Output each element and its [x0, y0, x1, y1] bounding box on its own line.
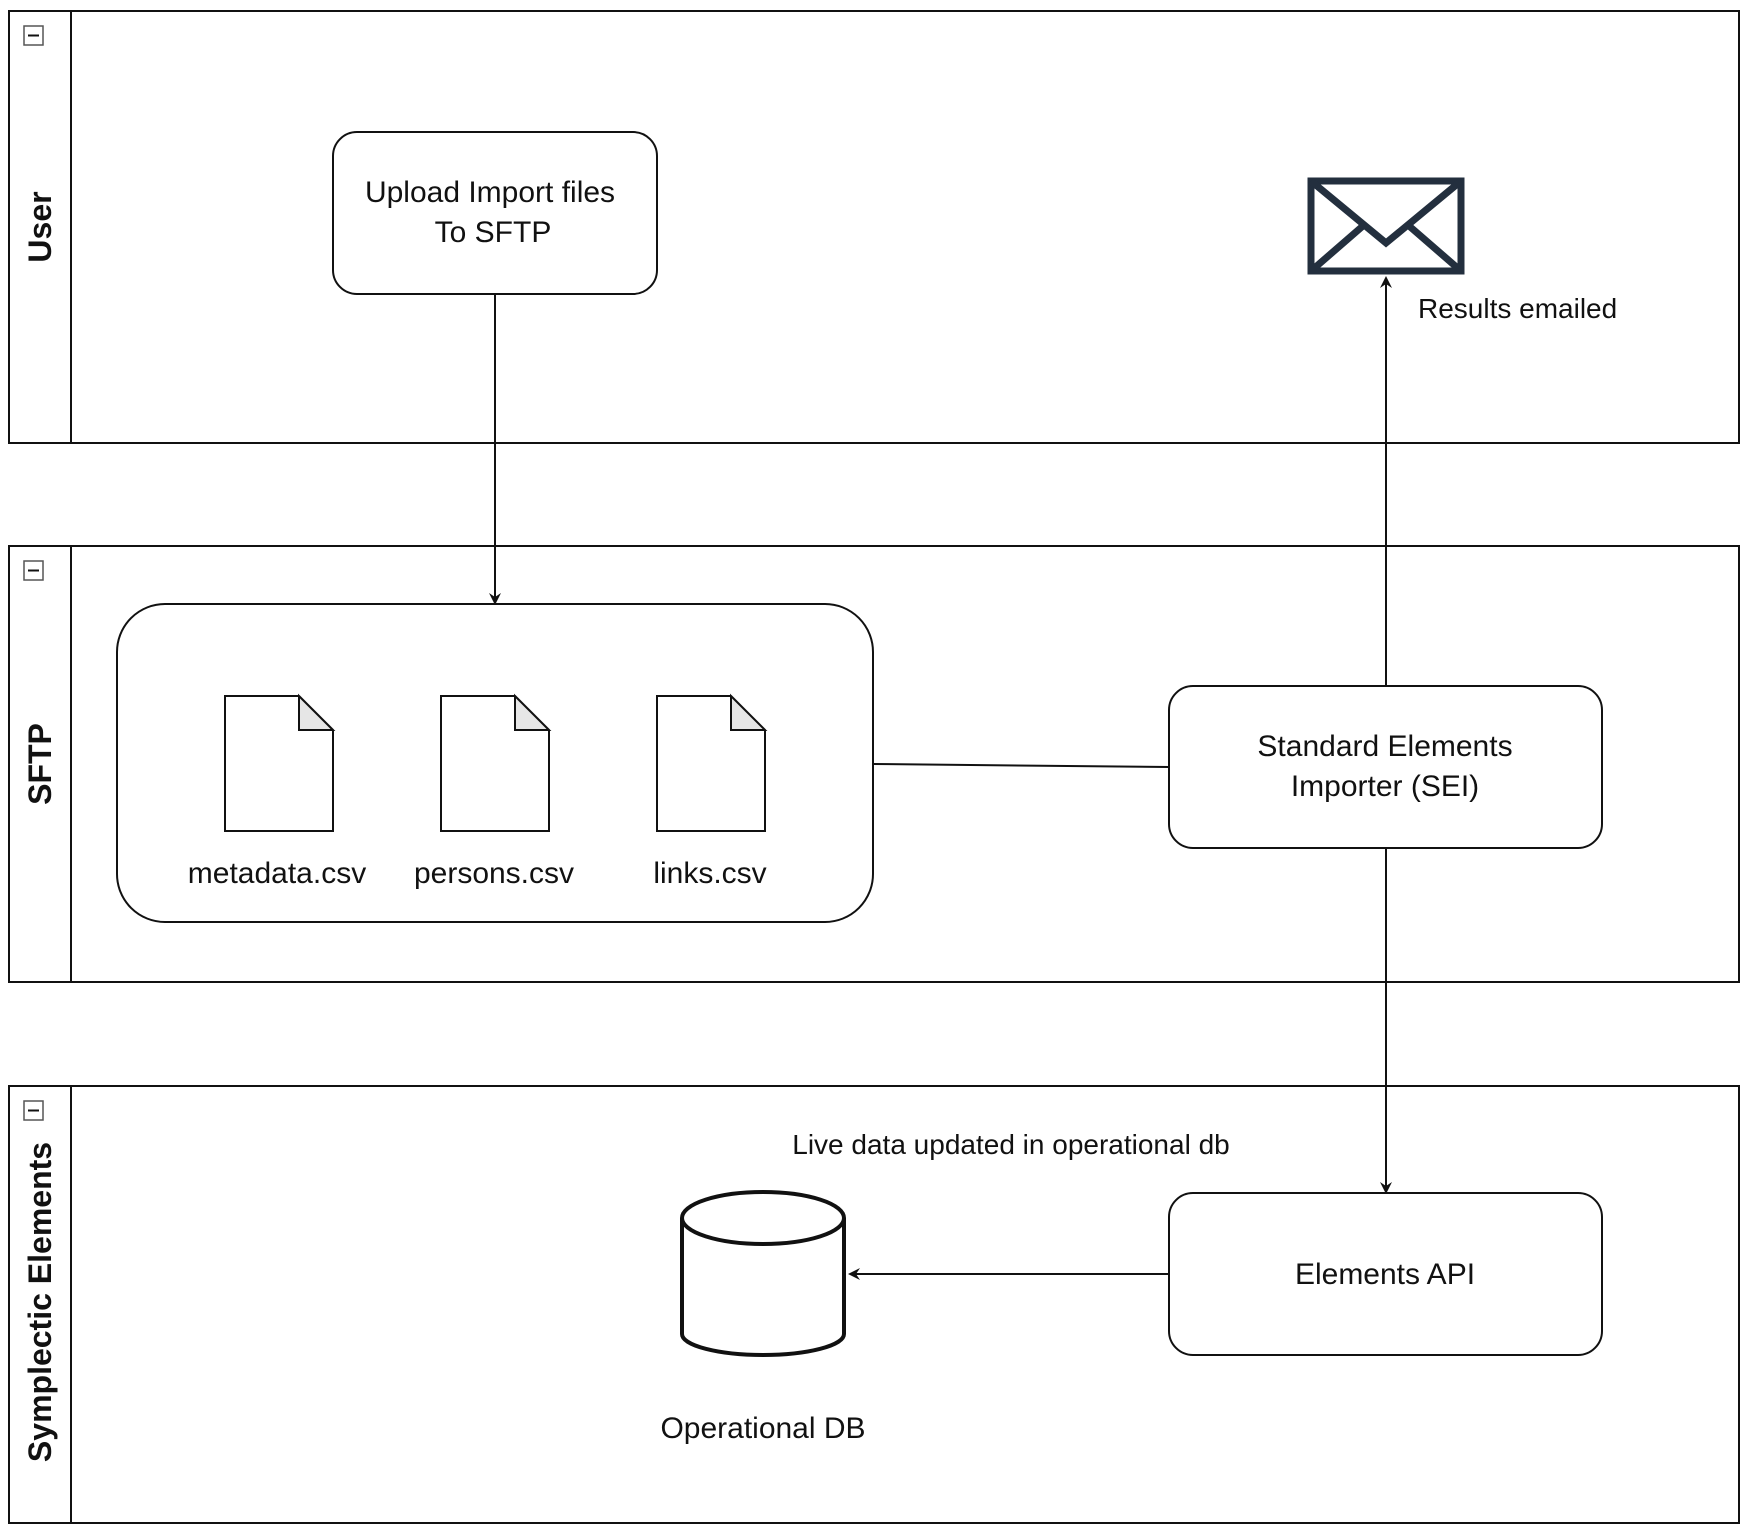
file-icon-persons [440, 693, 552, 832]
file-icon-links [656, 693, 768, 832]
operational-db-label: Operational DB [660, 1412, 865, 1445]
results-emailed-label: Results emailed [1418, 293, 1617, 324]
connectors [489, 276, 1392, 1280]
file-label-metadata: metadata.csv [188, 857, 366, 890]
lane-elements-title: Symplectic Elements [22, 1142, 58, 1462]
lane-user-collapse-icon[interactable] [23, 25, 44, 46]
upload-node-label-line1: Upload Import files [365, 176, 615, 209]
lane-sftp-collapse-icon[interactable] [23, 560, 44, 581]
file-label-links: links.csv [653, 857, 766, 890]
sei-label-line2: Importer (SEI) [1291, 770, 1479, 803]
elements-api-node[interactable]: Elements API [1168, 1192, 1603, 1356]
edge-files-to-sei [872, 763, 1170, 768]
envelope-icon [1307, 177, 1465, 275]
elements-api-label: Elements API [1295, 1258, 1475, 1291]
lane-user: User [8, 10, 1740, 444]
upload-node-label-line2: To SFTP [435, 216, 552, 249]
file-label-persons: persons.csv [414, 857, 574, 890]
live-data-annotation: Live data updated in operational db [792, 1129, 1229, 1160]
upload-import-files-node[interactable]: Upload Import files To SFTP [332, 131, 658, 295]
lane-elements-collapse-icon[interactable] [23, 1100, 44, 1121]
standard-elements-importer-node[interactable]: Standard Elements Importer (SEI) [1168, 685, 1603, 849]
sei-label-line1: Standard Elements [1257, 730, 1512, 763]
lane-user-title: User [22, 191, 58, 262]
database-icon[interactable] [680, 1190, 846, 1357]
file-icon-metadata [224, 693, 336, 832]
lane-sftp-title: SFTP [22, 723, 58, 805]
